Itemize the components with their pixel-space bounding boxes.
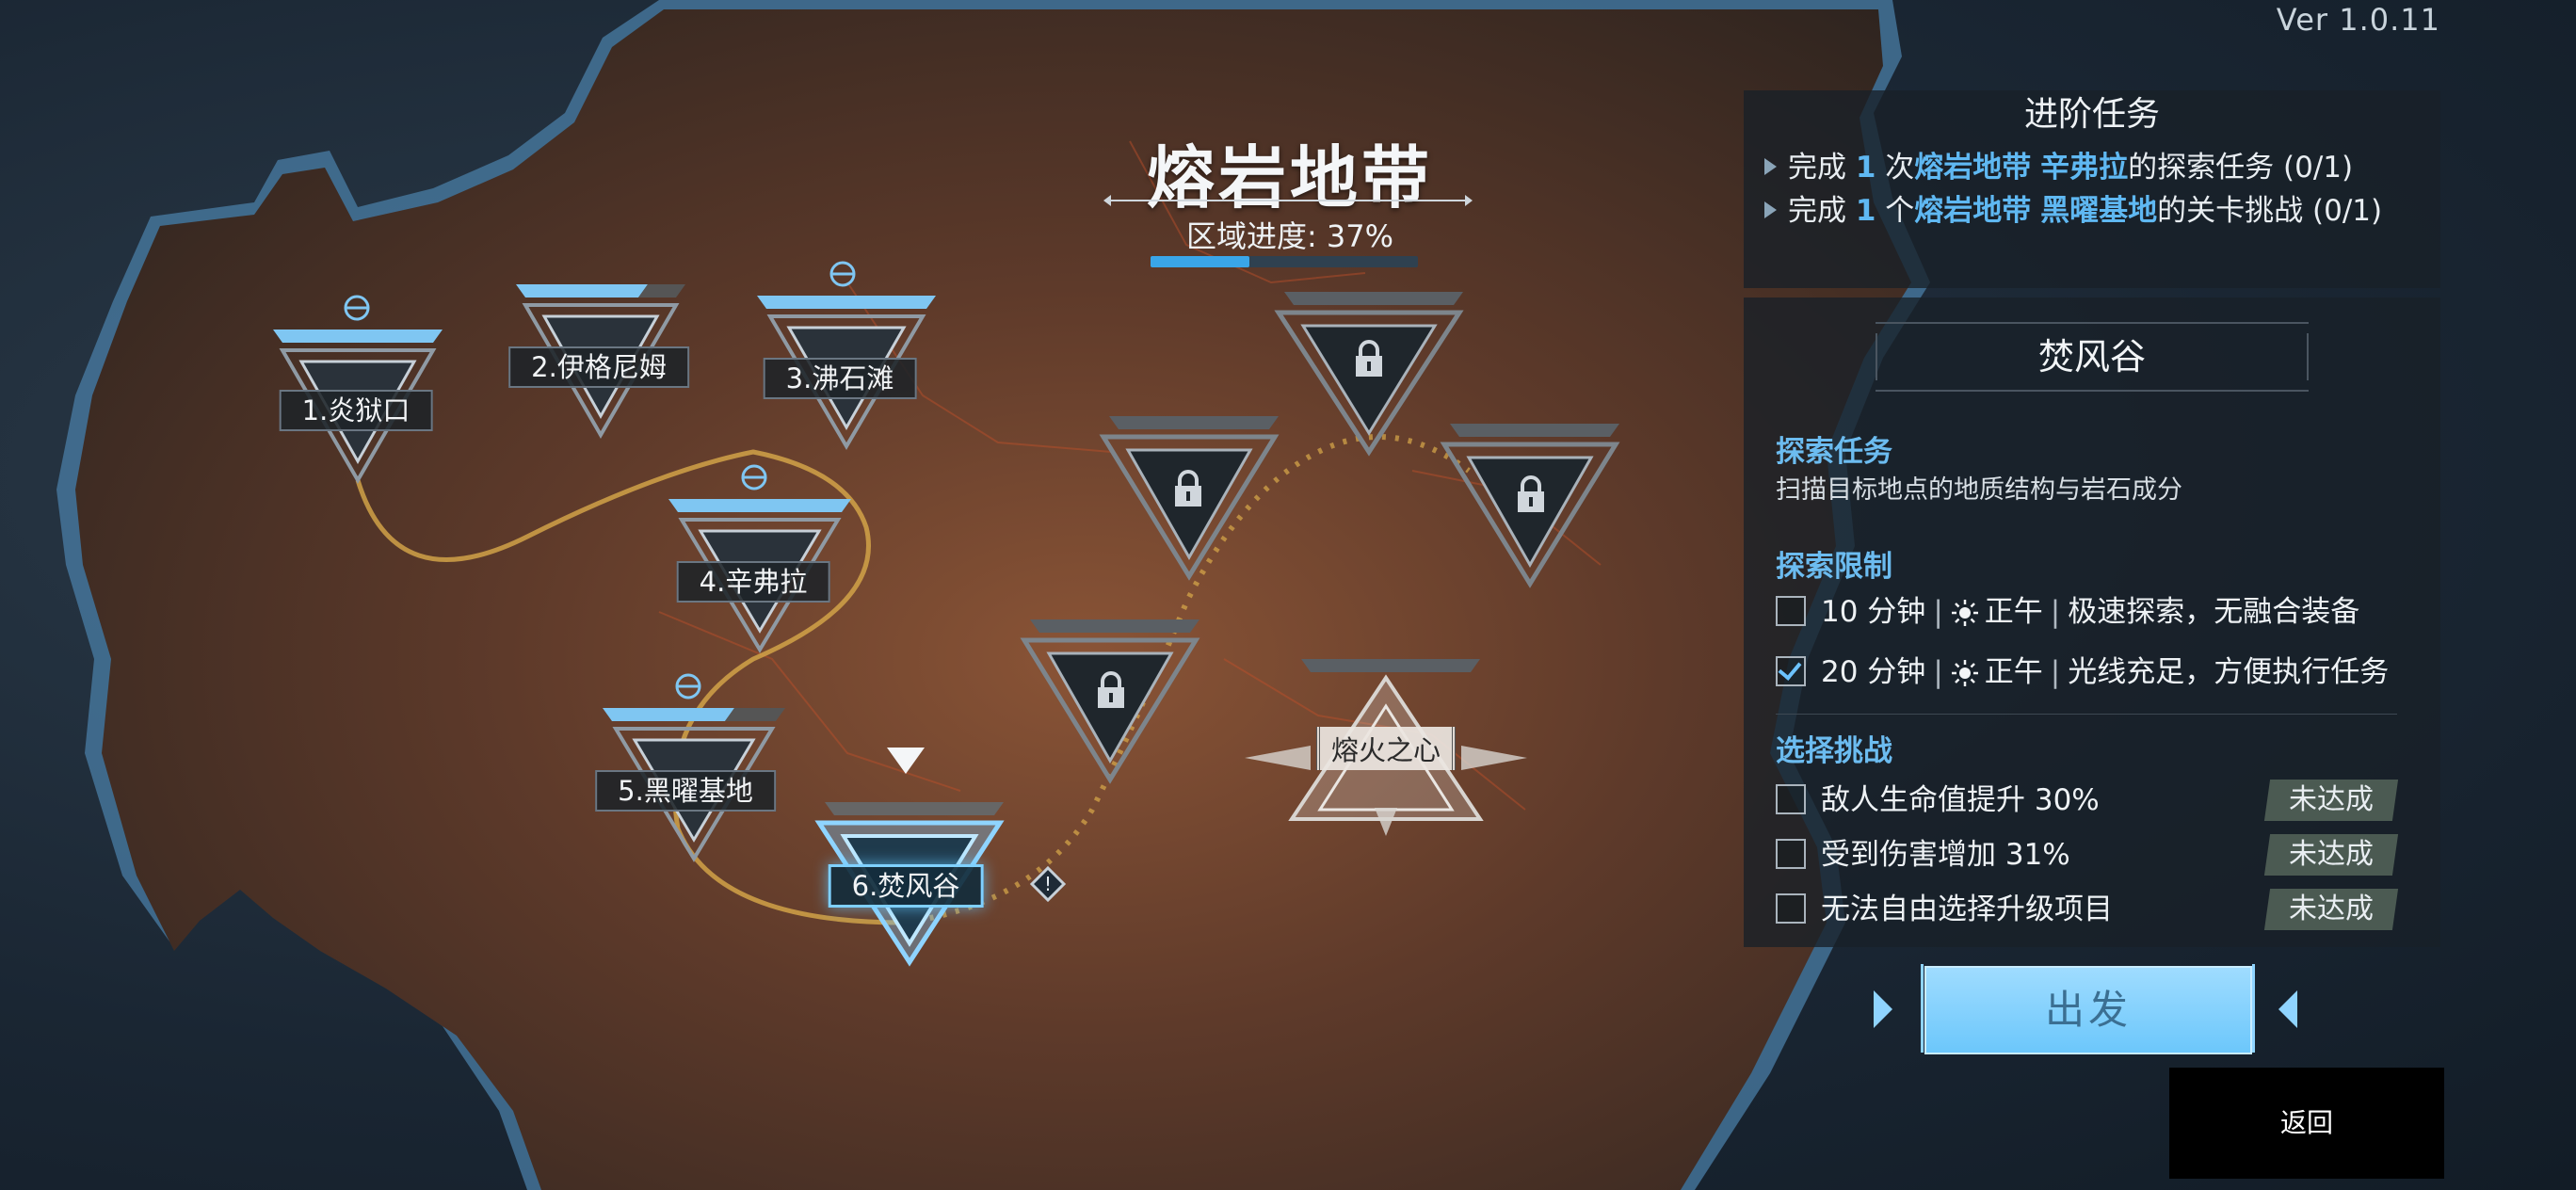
- advanced-task-item: 完成 1 个熔岩地带 黑曜基地的关卡挑战 (0/1): [1764, 186, 2382, 229]
- limit-option-10min[interactable]: 10 分钟|正午|极速探索，无融合装备: [1776, 591, 2359, 633]
- stage-label-6[interactable]: 6.焚风谷: [828, 864, 984, 908]
- stage-detail-panel: 焚风谷 探索任务 扫描目标地点的地质结构与岩石成分 探索限制 10 分钟|正午|…: [1744, 298, 2440, 947]
- region-title-divider: [1103, 195, 1473, 206]
- section-divider: [1776, 714, 2397, 715]
- explore-limit-title: 探索限制: [1776, 550, 1892, 584]
- limit-option-20min[interactable]: 20 分钟|正午|光线充足，方便执行任务: [1776, 651, 2389, 693]
- sun-icon: [1951, 600, 1978, 626]
- region-progress-fill: [1151, 256, 1250, 267]
- lock-icon: [1098, 671, 1124, 708]
- bullet-arrow-icon: [1764, 158, 1777, 175]
- arrow-left-icon: [2278, 990, 2297, 1028]
- target-ring-icon: [344, 295, 370, 321]
- region-title: 熔岩地带: [1146, 138, 1433, 217]
- region-progress-bar: [1151, 256, 1418, 267]
- stage-label-3[interactable]: 3.沸石滩: [763, 358, 917, 399]
- limit-checkbox-checked[interactable]: [1776, 656, 1806, 686]
- lock-icon: [1356, 340, 1382, 377]
- boss-stage-label[interactable]: 熔火之心: [1315, 727, 1457, 770]
- status-badge: 未达成: [2263, 889, 2399, 930]
- version-label: Ver 1.0.11: [2276, 2, 2440, 38]
- stage-label-1[interactable]: 1.炎狱口: [279, 390, 433, 431]
- button-bracket: [1921, 964, 1929, 1053]
- challenge-option-2[interactable]: 受到伤害增加 31%: [1776, 834, 2070, 876]
- target-ring-icon: [829, 261, 856, 287]
- challenge-option-3[interactable]: 无法自由选择升级项目: [1776, 889, 2113, 930]
- depart-button[interactable]: 出发: [1924, 966, 2252, 1054]
- status-badge: 未达成: [2263, 834, 2399, 876]
- stage-label-5[interactable]: 5.黑曜基地: [595, 770, 776, 812]
- advanced-tasks-panel: 进阶任务 完成 1 次熔岩地带 辛弗拉的探索任务 (0/1) 完成 1 个熔岩地…: [1744, 90, 2440, 288]
- lock-icon: [1175, 470, 1201, 507]
- selection-cursor-icon: [887, 748, 925, 774]
- advanced-tasks-title: 进阶任务: [2023, 95, 2160, 134]
- advanced-task-item: 完成 1 次熔岩地带 辛弗拉的探索任务 (0/1): [1764, 143, 2353, 185]
- target-ring-icon: [675, 673, 701, 700]
- stage-detail-header: 焚风谷: [1876, 322, 2309, 392]
- explore-task-desc: 扫描目标地点的地质结构与岩石成分: [1776, 475, 2182, 505]
- stage-label-2[interactable]: 2.伊格尼姆: [508, 346, 689, 388]
- stage-label-4[interactable]: 4.辛弗拉: [676, 561, 830, 603]
- arrow-right-icon: [1874, 990, 1892, 1028]
- challenge-checkbox[interactable]: [1776, 784, 1806, 814]
- status-badge: 未达成: [2263, 780, 2399, 821]
- target-ring-icon: [741, 464, 767, 490]
- back-button[interactable]: 返回: [2169, 1068, 2444, 1179]
- explore-task-title: 探索任务: [1776, 435, 1892, 469]
- challenge-option-1[interactable]: 敌人生命值提升 30%: [1776, 780, 2100, 821]
- limit-checkbox[interactable]: [1776, 596, 1806, 626]
- sun-icon: [1951, 660, 1978, 686]
- warning-diamond-icon: !: [1030, 866, 1066, 902]
- stage-marker-icon: [1274, 292, 1464, 457]
- challenge-title: 选择挑战: [1776, 734, 1892, 768]
- challenge-checkbox[interactable]: [1776, 839, 1806, 869]
- bullet-arrow-icon: [1764, 201, 1777, 218]
- button-bracket: [2246, 964, 2255, 1053]
- lock-icon: [1518, 475, 1544, 512]
- lava-landmass: [75, 9, 1911, 1190]
- region-progress-label: 区域进度: 37%: [1185, 218, 1394, 254]
- svg-text:!: !: [1044, 873, 1052, 895]
- challenge-checkbox[interactable]: [1776, 893, 1806, 924]
- stage-detail-title: 焚风谷: [2037, 336, 2146, 378]
